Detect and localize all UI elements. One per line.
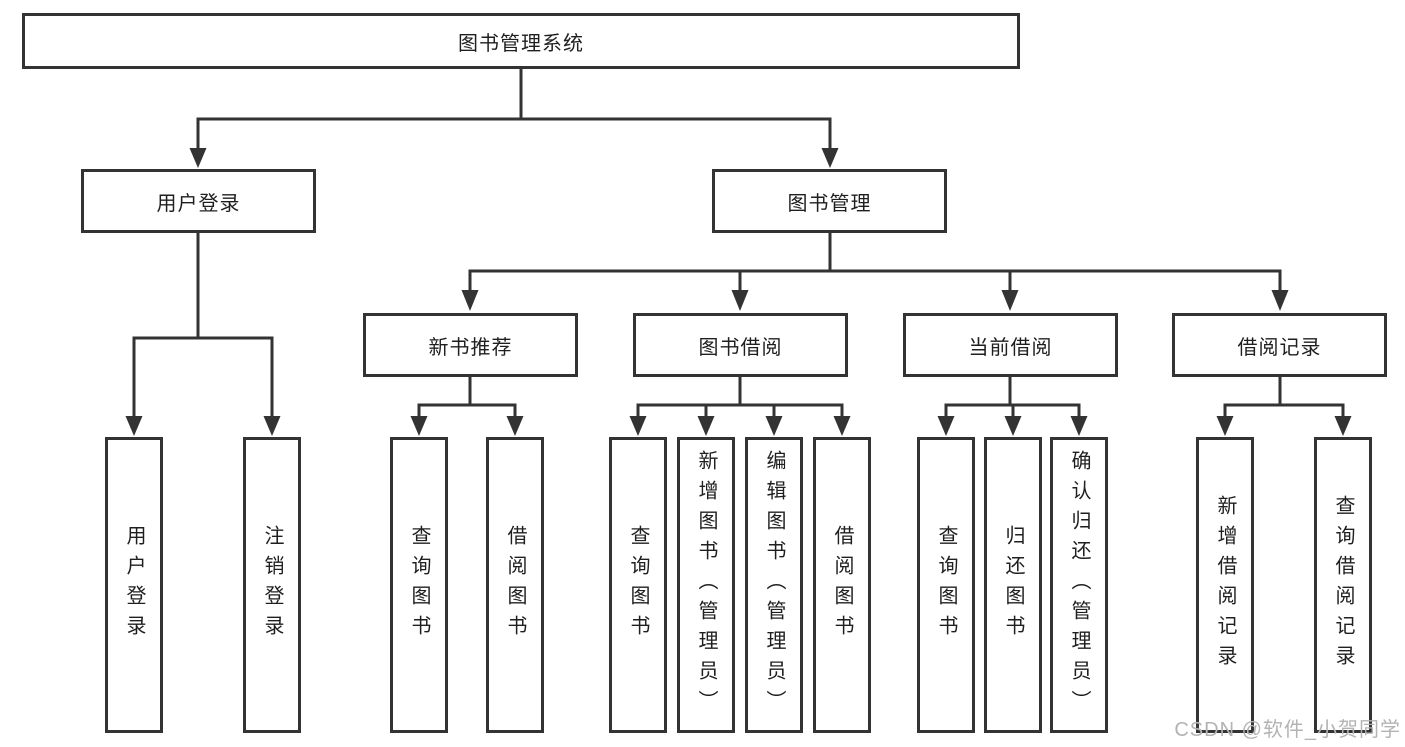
node-root: 图书管理系统 — [22, 13, 1020, 69]
leaf-records-query-label: 查询借阅记录 — [1332, 495, 1354, 675]
leaf-borrow-query: 查询图书 — [609, 437, 667, 733]
leaf-current-return: 归还图书 — [984, 437, 1042, 733]
leaf-borrow-query-label: 查询图书 — [627, 525, 649, 645]
node-new-book-recommend: 新书推荐 — [363, 313, 578, 377]
leaf-newbook-borrow: 借阅图书 — [486, 437, 544, 733]
connector-borrow-children — [629, 375, 851, 436]
leaf-user-login-label: 用户登录 — [123, 525, 145, 645]
leaf-records-add-label: 新增借阅记录 — [1214, 495, 1236, 675]
node-book-borrow: 图书借阅 — [633, 313, 848, 377]
node-new-book-recommend-label: 新书推荐 — [428, 336, 513, 359]
leaf-borrow-add: 新增图书（管理员） — [677, 437, 735, 733]
leaf-newbook-query-label: 查询图书 — [408, 525, 430, 645]
leaf-current-confirm: 确认归还（管理员） — [1050, 437, 1108, 733]
node-current-borrow-label: 当前借阅 — [968, 336, 1053, 359]
connector-records-children — [1216, 375, 1352, 436]
connector-newbook-children — [410, 375, 524, 436]
csdn-watermark: CSDN @软件_小贺同学 — [1174, 719, 1401, 741]
node-book-manage-label: 图书管理 — [787, 192, 872, 215]
leaf-current-confirm-label: 确认归还（管理员） — [1068, 450, 1090, 720]
leaf-logout-label: 注销登录 — [261, 525, 283, 645]
leaf-records-add: 新增借阅记录 — [1196, 437, 1254, 733]
leaf-borrow-edit: 编辑图书（管理员） — [745, 437, 803, 733]
leaf-user-login: 用户登录 — [105, 437, 163, 733]
connector-current-children — [937, 375, 1088, 436]
leaf-newbook-borrow-label: 借阅图书 — [504, 525, 526, 645]
leaf-borrow-edit-label: 编辑图书（管理员） — [763, 450, 785, 720]
leaf-records-query: 查询借阅记录 — [1314, 437, 1372, 733]
node-book-borrow-label: 图书借阅 — [698, 336, 783, 359]
leaf-newbook-query: 查询图书 — [390, 437, 448, 733]
connector-manage-children — [461, 231, 1289, 311]
connector-root-to-level2 — [189, 67, 839, 168]
leaf-borrow-borrow: 借阅图书 — [813, 437, 871, 733]
leaf-borrow-add-label: 新增图书（管理员） — [695, 450, 717, 720]
node-book-manage: 图书管理 — [712, 169, 947, 233]
leaf-current-query: 查询图书 — [917, 437, 975, 733]
leaf-current-query-label: 查询图书 — [935, 525, 957, 645]
node-user-login-label: 用户登录 — [156, 192, 241, 215]
node-root-label: 图书管理系统 — [458, 32, 584, 55]
node-current-borrow: 当前借阅 — [903, 313, 1118, 377]
connector-login-children — [125, 231, 281, 436]
node-user-login: 用户登录 — [81, 169, 316, 233]
node-borrow-records: 借阅记录 — [1172, 313, 1387, 377]
leaf-borrow-borrow-label: 借阅图书 — [831, 525, 853, 645]
node-borrow-records-label: 借阅记录 — [1237, 336, 1322, 359]
leaf-logout: 注销登录 — [243, 437, 301, 733]
leaf-current-return-label: 归还图书 — [1002, 525, 1024, 645]
